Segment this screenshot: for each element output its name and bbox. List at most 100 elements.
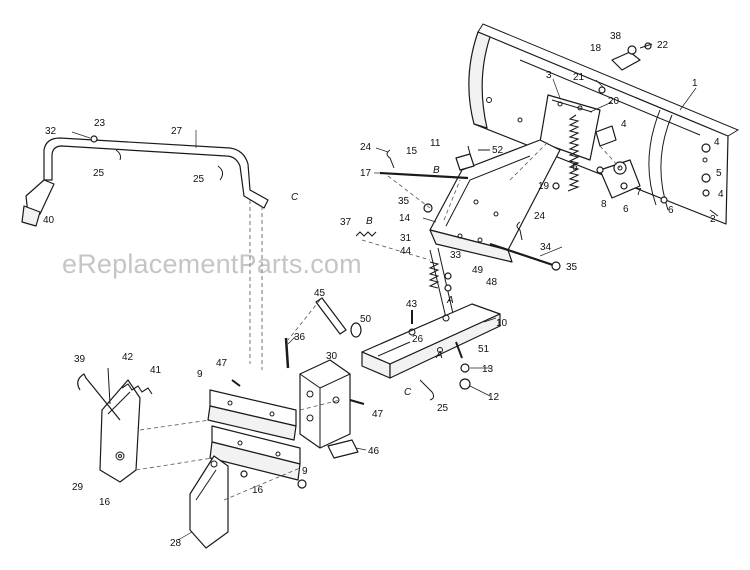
ref-a-upper: A bbox=[446, 295, 454, 306]
callout-14: 14 bbox=[399, 213, 411, 224]
ref-b-upper: B bbox=[433, 165, 440, 176]
callout-11: 11 bbox=[430, 138, 441, 149]
callout-3: 3 bbox=[546, 70, 552, 81]
callout-6b: 6 bbox=[623, 204, 629, 215]
callout-26: 26 bbox=[412, 334, 424, 345]
ref-a-lower: A bbox=[435, 350, 443, 361]
callout-6a: 6 bbox=[572, 162, 578, 173]
mount-plate-lower bbox=[209, 425, 301, 481]
callout-20: 20 bbox=[608, 96, 620, 107]
callout-16b: 16 bbox=[252, 485, 264, 496]
callout-12: 12 bbox=[488, 392, 500, 403]
lift-rod bbox=[489, 242, 557, 268]
callout-50: 50 bbox=[360, 314, 372, 325]
callout-45: 45 bbox=[314, 288, 326, 299]
frame-bolt bbox=[455, 341, 463, 359]
callout-37: 37 bbox=[340, 217, 352, 228]
callout-13: 13 bbox=[482, 364, 494, 375]
plow-blade bbox=[468, 23, 740, 225]
callout-47a: 47 bbox=[216, 358, 228, 369]
callout-labels: 38 18 22 21 3 1 20 4 4 5 4 6 7 8 6 6 2 3… bbox=[43, 31, 724, 549]
callout-30: 30 bbox=[326, 351, 338, 362]
latch-spring bbox=[121, 383, 153, 395]
callout-23: 23 bbox=[94, 118, 106, 129]
callout-5: 5 bbox=[716, 168, 722, 179]
bolt-47a bbox=[231, 379, 241, 387]
callout-4b: 4 bbox=[714, 137, 720, 148]
callout-43: 43 bbox=[406, 299, 418, 310]
hitch-pin bbox=[419, 379, 435, 401]
hitch-bracket bbox=[299, 359, 351, 449]
pivot-rod bbox=[379, 171, 469, 180]
clip-bracket bbox=[327, 439, 359, 459]
callout-25b: 25 bbox=[193, 174, 205, 185]
callout-52: 52 bbox=[492, 145, 504, 156]
callout-17: 17 bbox=[360, 168, 372, 179]
callout-46: 46 bbox=[368, 446, 380, 457]
callout-4c: 4 bbox=[718, 189, 724, 200]
callout-15: 15 bbox=[406, 146, 418, 157]
callout-32: 32 bbox=[45, 126, 57, 137]
mount-plate-upper bbox=[207, 389, 297, 441]
callout-24b: 24 bbox=[534, 211, 546, 222]
callout-18: 18 bbox=[590, 43, 602, 54]
callout-24a: 24 bbox=[360, 142, 372, 153]
callout-39: 39 bbox=[74, 354, 86, 365]
callout-35a: 35 bbox=[398, 196, 410, 207]
washer bbox=[350, 322, 362, 338]
bolt-16b bbox=[240, 470, 248, 478]
callout-19: 19 bbox=[538, 181, 550, 192]
latch-rod bbox=[77, 373, 121, 421]
latch-pin bbox=[107, 367, 111, 405]
callout-9b: 9 bbox=[302, 466, 308, 477]
callout-33: 33 bbox=[450, 250, 462, 261]
nut bbox=[460, 363, 470, 373]
bolt-47b bbox=[349, 399, 365, 405]
callout-35b: 35 bbox=[566, 262, 578, 273]
callout-2: 2 bbox=[710, 214, 716, 225]
callout-1: 1 bbox=[692, 78, 698, 89]
side-plate-left bbox=[99, 379, 141, 483]
lock-lever bbox=[315, 297, 347, 335]
callout-48: 48 bbox=[486, 277, 498, 288]
callout-41: 41 bbox=[150, 365, 162, 376]
callout-40: 40 bbox=[43, 215, 55, 226]
leader-lines bbox=[71, 78, 697, 541]
callout-47b: 47 bbox=[372, 409, 384, 420]
callout-8: 8 bbox=[601, 199, 607, 210]
callout-7: 7 bbox=[636, 187, 642, 198]
callout-42: 42 bbox=[122, 352, 134, 363]
small-spring bbox=[355, 231, 377, 237]
callout-36: 36 bbox=[294, 332, 306, 343]
callout-31: 31 bbox=[400, 233, 412, 244]
mount-frame bbox=[361, 303, 501, 379]
callout-27: 27 bbox=[171, 126, 183, 137]
ref-c-lower: C bbox=[404, 387, 412, 398]
washer-lower bbox=[459, 378, 471, 390]
trip-spring-bracket bbox=[539, 94, 601, 161]
callout-38: 38 bbox=[610, 31, 622, 42]
callout-9a: 9 bbox=[197, 369, 203, 380]
blade-pivot-hardware bbox=[598, 42, 653, 94]
alignment-dashes bbox=[135, 141, 621, 501]
callout-29: 29 bbox=[72, 482, 84, 493]
pins-and-clips bbox=[386, 145, 560, 319]
callout-51: 51 bbox=[478, 344, 490, 355]
callout-10: 10 bbox=[496, 318, 508, 329]
reference-letters: B B A A C C bbox=[291, 165, 454, 398]
side-plate-lower bbox=[189, 455, 229, 549]
ref-b-lower: B bbox=[366, 216, 373, 227]
callout-25a: 25 bbox=[93, 168, 105, 179]
ref-c-upper: C bbox=[291, 192, 299, 203]
trip-spring bbox=[567, 114, 580, 192]
callout-4a: 4 bbox=[621, 119, 627, 130]
roll-pin bbox=[284, 337, 290, 369]
callout-28: 28 bbox=[170, 538, 182, 549]
callout-44: 44 bbox=[400, 246, 412, 257]
callout-34: 34 bbox=[540, 242, 552, 253]
callout-25c: 25 bbox=[437, 403, 449, 414]
callout-49: 49 bbox=[472, 265, 484, 276]
pivot-frame bbox=[429, 139, 561, 263]
callout-22: 22 bbox=[657, 40, 669, 51]
